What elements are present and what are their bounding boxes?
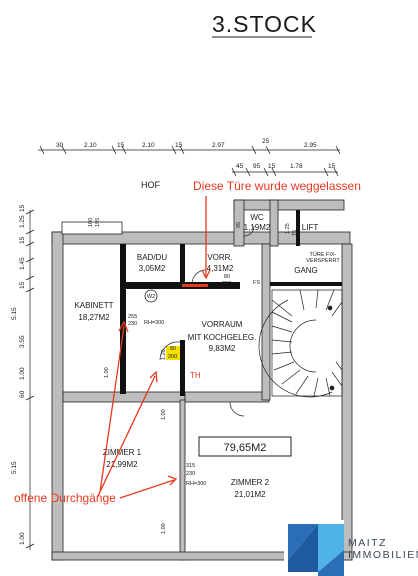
- top-dim-label: 2.95: [304, 142, 317, 149]
- kitchen-door-width: 80: [170, 346, 176, 352]
- kab-opening-height: 230: [128, 321, 137, 327]
- left-dim-label: 15: [19, 281, 26, 289]
- svg-text:21,01M2: 21,01M2: [234, 490, 266, 499]
- logo-line-2: IMMOBILIEN: [348, 549, 418, 561]
- floor-title: 3.STOCK: [212, 11, 317, 37]
- svg-text:GANG: GANG: [294, 266, 318, 275]
- removed-door-highlight: [166, 346, 180, 360]
- svg-text:VORR.: VORR.: [207, 253, 232, 262]
- left-dim-label: 1.00: [19, 532, 26, 545]
- svg-text:9,83M2: 9,83M2: [209, 344, 236, 353]
- dim-label: 1.00: [161, 523, 167, 534]
- svg-text:ZIMMER 1: ZIMMER 1: [103, 448, 142, 457]
- svg-text:WC: WC: [250, 213, 264, 222]
- left-dim-label: 15: [19, 204, 26, 212]
- left-dim-label: 1.25: [19, 215, 26, 228]
- left-dim-label: 5.15: [11, 461, 18, 474]
- room-zimmer1: ZIMMER 1 21,99M2: [103, 448, 142, 469]
- dim-label: 1.20: [161, 349, 167, 360]
- dim-label: 75: [292, 230, 298, 236]
- svg-text:BAD/DU: BAD/DU: [137, 253, 167, 262]
- svg-text:4,31M2: 4,31M2: [207, 264, 234, 273]
- room-bad: BAD/DU 3,05M2: [137, 253, 167, 273]
- annotation-arrows: [97, 196, 211, 499]
- left-dim-label: 3.55: [19, 335, 26, 348]
- top-dim-label: 15: [175, 142, 183, 149]
- left-dimension-chain: 15 1.25 15 1.45 15 5.15 3.55 1.00 60 5.1…: [11, 204, 35, 550]
- top-dim-label: 2.97: [212, 142, 225, 149]
- walls: [51, 199, 353, 561]
- logo-text: MAITZ IMMOBILIEN: [348, 537, 418, 561]
- fs-label: FS: [253, 280, 260, 286]
- room-wc: WC 1,19M2: [244, 213, 271, 232]
- z2-room-height: RH=300: [186, 481, 206, 487]
- dim-label: 100: [88, 218, 94, 227]
- kitchen-door-height: 200: [168, 354, 177, 360]
- svg-text:18,27M2: 18,27M2: [78, 313, 110, 322]
- svg-text:MIT KOCHGELEG.: MIT KOCHGELEG.: [188, 333, 257, 342]
- room-kabinett: KABINETT 18,27M2: [74, 301, 113, 322]
- svg-text:21,99M2: 21,99M2: [106, 460, 138, 469]
- small-labels: W2 FS 80 200 255 230 RH=300 80 200 315 2…: [88, 218, 298, 534]
- top-dim-label: 2.10: [84, 142, 97, 149]
- courtyard-label: HOF: [141, 180, 161, 190]
- dim-label: 1.00: [104, 367, 110, 378]
- svg-text:ZIMMER 2: ZIMMER 2: [231, 478, 270, 487]
- svg-text:VORRAUM: VORRAUM: [202, 320, 243, 329]
- top-dim2-label: 45: [236, 163, 244, 170]
- room-zimmer2: ZIMMER 2 21,01M2: [231, 478, 270, 499]
- z2-opening-width: 315: [186, 463, 195, 469]
- top-dim-label: 25: [262, 138, 270, 145]
- gang-note: TÜRE FIX-VERSPERRT: [306, 251, 340, 264]
- z2-opening-height: 230: [186, 471, 195, 477]
- room-lift: LIFT: [302, 223, 319, 232]
- room-vorraum: VORRAUM MIT KOCHGELEG. 9,83M2: [188, 320, 257, 353]
- left-dim-label: 1.00: [19, 367, 26, 380]
- svg-text:KABINETT: KABINETT: [74, 301, 113, 310]
- svg-text:1,19M2: 1,19M2: [244, 223, 271, 232]
- total-area-value: 79,65M2: [224, 442, 267, 454]
- total-area-box: [198, 436, 292, 457]
- top-dim-label: 15: [117, 142, 125, 149]
- room-vorr: VORR. 4,31M2: [207, 253, 234, 273]
- kab-opening-width: 255: [128, 314, 137, 320]
- w2-label: W2: [147, 294, 155, 300]
- dim-label: 1.00: [161, 409, 167, 420]
- top-dim-label: 30: [56, 142, 64, 149]
- top-dim2-label: 1.78: [290, 163, 303, 170]
- top-dimension-chain-2: 45 95 15 1.78 15: [231, 163, 339, 177]
- staircase: [258, 289, 343, 398]
- room-gang: TÜRE FIX-VERSPERRT GANG: [294, 251, 340, 275]
- top-dim2-label: 95: [253, 163, 261, 170]
- kab-room-height: RH=300: [144, 320, 164, 326]
- vorr-door-width: 80: [224, 274, 230, 280]
- maitz-logo: [284, 520, 344, 576]
- th-label: TH: [190, 371, 201, 380]
- dim-label: 1.25: [285, 223, 291, 234]
- left-dim-label: 5.15: [11, 307, 18, 320]
- top-dim2-label: 15: [328, 163, 336, 170]
- vorr-door-height: 200: [222, 281, 231, 287]
- top-dimension-chain-1: 30 2.10 15 2.10 15 2.97 25 2.95: [38, 138, 341, 155]
- left-dim-label: 1.45: [19, 257, 26, 270]
- svg-text:3,05M2: 3,05M2: [139, 264, 166, 273]
- top-dim-label: 2.10: [142, 142, 155, 149]
- left-dim-label: 15: [19, 236, 26, 244]
- logo-line-1: MAITZ: [348, 537, 387, 549]
- annotation-open-passages: offene Durchgänge: [14, 491, 116, 505]
- left-dim-label: 60: [19, 390, 26, 398]
- dim-label: 95: [236, 222, 242, 228]
- annotation-door-removed: Diese Türe wurde weggelassen: [193, 179, 361, 193]
- top-dim2-label: 15: [268, 163, 276, 170]
- dim-label: 195: [95, 218, 101, 227]
- removed-door-marker: [182, 284, 208, 287]
- doors: [159, 225, 255, 417]
